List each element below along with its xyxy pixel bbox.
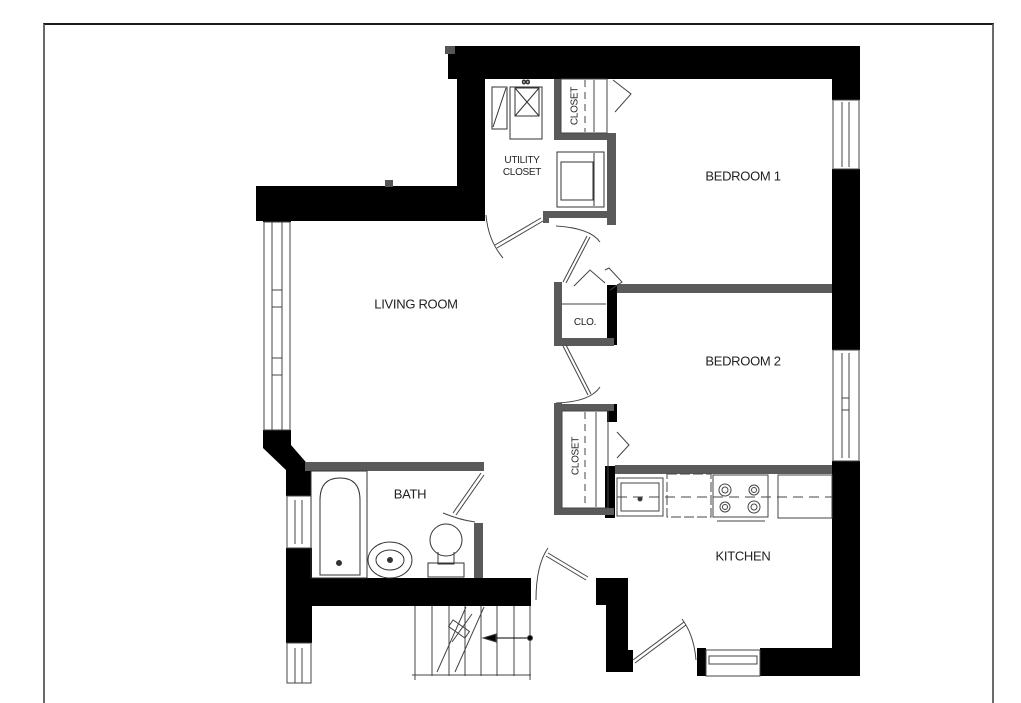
bath-fixtures [310, 470, 465, 579]
room-label-bedroom-2: BEDROOM 2 [705, 353, 781, 369]
exterior-walls [256, 46, 860, 676]
utility-label-line2: CLOSET [502, 167, 542, 178]
room-label-closet-bottom: CLOSET [570, 436, 582, 476]
room-label-utility-closet: UTILITY CLOSET [502, 155, 542, 179]
doors [442, 79, 697, 664]
room-label-kitchen: KITCHEN [715, 548, 771, 564]
room-label-closet-middle: CLO. [573, 317, 597, 328]
drawing-frame [43, 23, 994, 703]
svg-text:oo: oo [522, 79, 530, 86]
room-label-living-room: LIVING ROOM [374, 296, 458, 312]
windows [263, 99, 860, 684]
interior-walls [305, 79, 832, 578]
stairs [412, 606, 533, 680]
utility-appliances: oo [491, 79, 605, 208]
utility-label-line1: UTILITY [504, 155, 540, 166]
room-label-closet-top: CLOSET [569, 86, 581, 126]
room-label-bath: BATH [393, 486, 427, 502]
kitchen-fixtures [616, 473, 833, 522]
closet-fixtures [560, 78, 609, 509]
room-label-bedroom-1: BEDROOM 1 [705, 168, 781, 184]
